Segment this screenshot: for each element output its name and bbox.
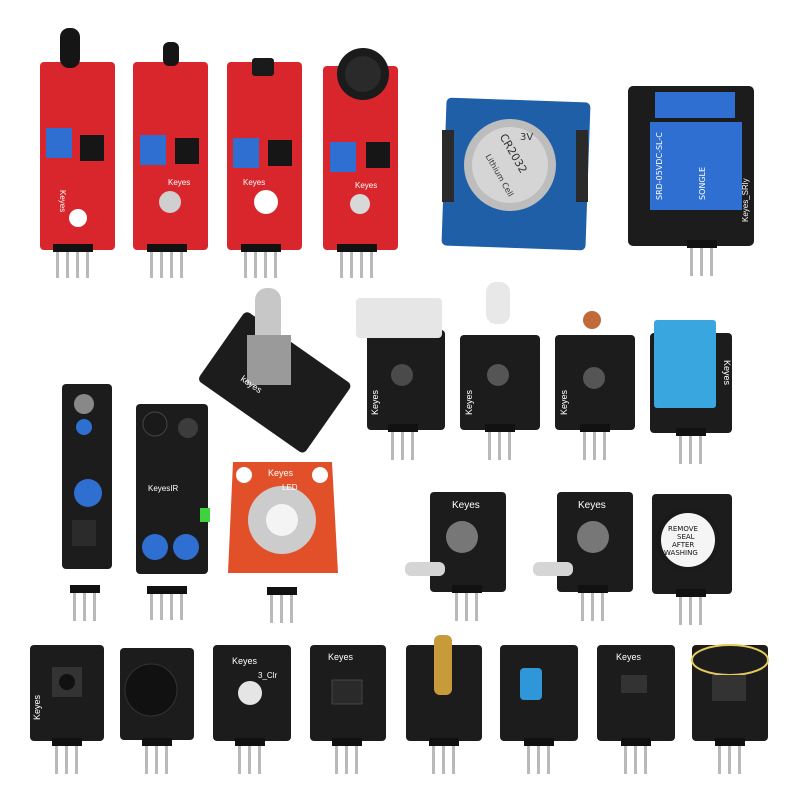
rotary-encoder-module: keyes: [199, 288, 351, 453]
keyes-label: Keyes: [370, 389, 380, 415]
rtc-clock-module: CR2032 3V Lithium Cell: [441, 97, 591, 251]
keyes-label: Keyes: [578, 500, 606, 511]
keyes-label: Keyes: [355, 181, 377, 190]
led-text-label: LED: [282, 483, 298, 492]
relay-brand-text: SONGLE: [698, 167, 707, 200]
keyes-label: Keyes: [168, 178, 190, 187]
button-module: Keyes: [30, 645, 104, 774]
keyes-label: Keyes: [722, 360, 732, 386]
temperature-sensor-module: Keyes: [133, 42, 208, 278]
sound-sensor-module: Keyes: [323, 48, 398, 278]
buzzer-sticker-text: AFTER: [672, 541, 694, 549]
relay-model-text: SRD-05VDC-SL-C: [655, 132, 664, 200]
buzzer-sticker-text: SEAL: [677, 533, 695, 541]
line-tracking-module: [62, 384, 112, 621]
photoresistor-module: Keyes: [555, 311, 635, 460]
buzzer-sticker-text: WASHING: [664, 549, 698, 557]
passive-buzzer-module: [120, 648, 194, 774]
keyes-label: Keyes: [243, 178, 265, 187]
reed-switch-module-2: Keyes: [533, 492, 633, 621]
reed-module: [691, 644, 769, 774]
tilt-sensor-module: Keyes: [356, 298, 445, 460]
ir-board-label: KeyesIR: [148, 484, 178, 493]
coin-cell-label: 3V: [520, 132, 533, 143]
keyes-label: Keyes: [559, 389, 569, 415]
led-brand-label: Keyes: [268, 468, 294, 478]
keyes-label: Keyes: [328, 652, 354, 662]
magnetic-sensor-module: Keyes: [227, 58, 302, 278]
board-name-label: 3_Clr: [258, 671, 277, 680]
reed-switch-module-1: Keyes: [405, 492, 506, 621]
hall-sensor-module: Keyes: [310, 645, 386, 774]
high-power-led-module: Keyes LED: [228, 462, 338, 623]
keyes-label: Keyes: [32, 694, 42, 720]
flame-sensor-module: Keyes: [40, 28, 115, 278]
laser-module: [406, 635, 482, 774]
keyes-label: Keyes: [232, 656, 258, 666]
ir-obstacle-module: KeyesIR: [136, 404, 210, 620]
relay-board-text: Keyes_SRly: [741, 178, 750, 222]
keyes-label: Keyes: [58, 190, 67, 212]
humidity-sensor-module: Keyes: [650, 320, 732, 464]
rgb-led-module: Keyes 3_Clr: [213, 645, 291, 774]
buzzer-sticker-text: REMOVE: [668, 525, 698, 533]
led-module: Keyes: [460, 282, 540, 460]
tilt-switch-module: [500, 645, 578, 774]
relay-module: SRD-05VDC-SL-C SONGLE Keyes_SRly: [628, 86, 754, 276]
keyes-label: Keyes: [616, 652, 642, 662]
ir-receiver-module: Keyes: [597, 645, 675, 774]
keyes-label: Keyes: [464, 389, 474, 415]
buzzer-module: REMOVE SEAL AFTER WASHING: [652, 494, 732, 625]
keyes-label: Keyes: [452, 500, 480, 511]
